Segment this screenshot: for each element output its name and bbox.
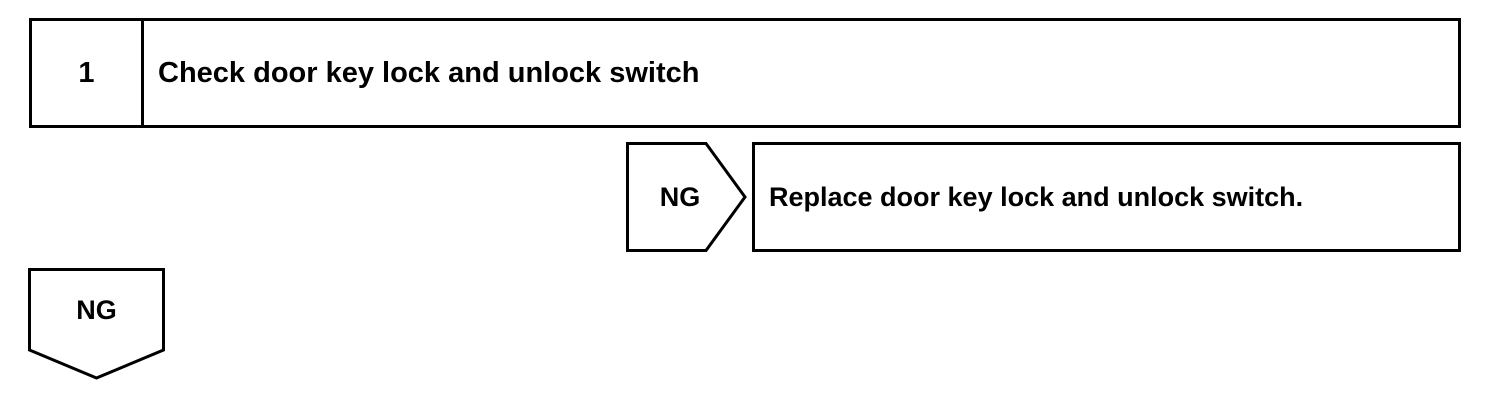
action-box: Replace door key lock and unlock switch. [752, 142, 1461, 252]
step-title: Check door key lock and unlock switch [158, 56, 700, 89]
ng-right-arrow-shape [626, 142, 747, 252]
ng-down-label: NG [76, 294, 117, 325]
ng-down-arrow-shape [28, 268, 165, 380]
step-box: 1 Check door key lock and unlock switch [29, 18, 1461, 128]
ng-right-label: NG [659, 181, 701, 212]
step-number: 1 [32, 21, 144, 125]
